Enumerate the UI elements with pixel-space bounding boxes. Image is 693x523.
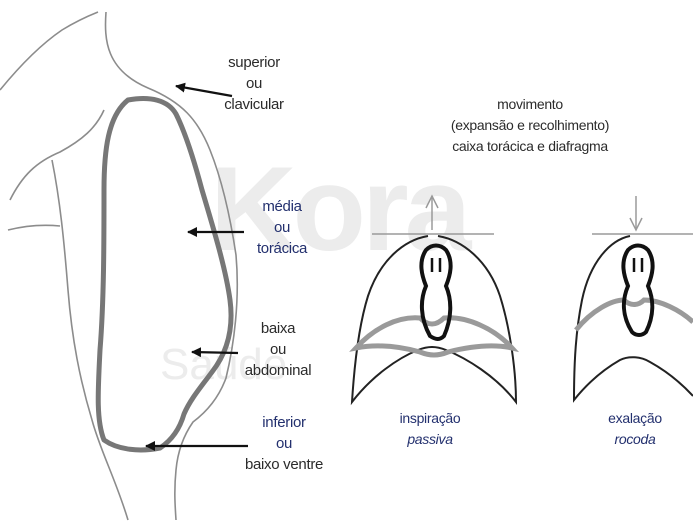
label-baixa: baixa ou abdominal	[236, 318, 320, 381]
label-inferior: inferior ou baixo ventre	[238, 412, 330, 475]
label-media: média ou torácica	[242, 196, 322, 259]
label-superior: superior ou clavicular	[218, 52, 290, 115]
ribcage-outline	[352, 236, 516, 402]
caption-inspiracao: inspiração passiva	[380, 408, 480, 450]
hip-contour	[52, 160, 128, 520]
arm-outer-contour	[0, 12, 98, 90]
ribcage-exalacao	[574, 196, 693, 400]
ribcage-inspiracao	[352, 196, 516, 402]
body-silhouette	[0, 12, 237, 520]
trachea-shape	[634, 258, 642, 272]
arrow-baixa	[192, 352, 238, 353]
caption-exalacao: exalação rocoda	[590, 408, 680, 450]
forearm-contour	[8, 225, 60, 230]
trachea-shape	[432, 258, 440, 272]
diaphragm-shape	[576, 300, 693, 330]
movement-title: movimento (expansão e recolhimento) caix…	[410, 94, 650, 157]
heart-lung-shape	[623, 246, 652, 336]
